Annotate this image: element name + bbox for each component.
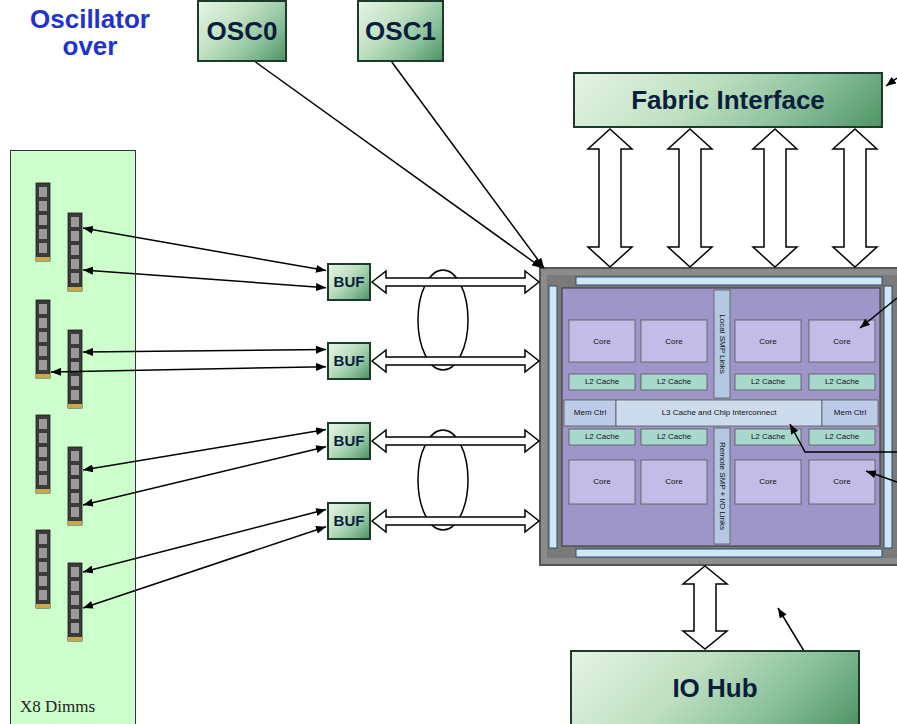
oscillator-box: OSC1 — [357, 0, 444, 62]
box-label: BUF — [334, 353, 365, 370]
buffer-box: BUF — [327, 422, 371, 460]
core-label: Core — [759, 338, 776, 346]
processor-chip — [540, 268, 897, 565]
leader-lines — [778, 78, 897, 724]
fabric-bus-arrow — [588, 129, 632, 267]
chip-unit-label: L2 Cache — [585, 433, 619, 441]
chip-unit-label: Mem Ctrl — [834, 409, 866, 417]
buffer-box: BUF — [327, 263, 371, 301]
chip-unit-label: Mem Ctrl — [574, 409, 606, 417]
chip-unit-label: L2 Cache — [585, 378, 619, 386]
memory-bus-arrow — [372, 350, 539, 372]
memory-bus-arrow — [372, 510, 539, 532]
chip-unit-label: L2 Cache — [751, 433, 785, 441]
chip-unit-label: L2 Cache — [657, 378, 691, 386]
box-label: Fabric Interface — [631, 86, 825, 115]
box-label: BUF — [334, 513, 365, 530]
core-label: Core — [593, 478, 610, 486]
box-label: BUF — [334, 433, 365, 450]
box-label: BUF — [334, 274, 365, 291]
core-label: Core — [759, 478, 776, 486]
core-label: Core — [833, 478, 850, 486]
io-hub-box: IO Hub — [570, 650, 860, 724]
buffer-box: BUF — [327, 342, 371, 380]
memory-bus-arrow — [372, 271, 539, 293]
oscillator-box: OSC0 — [197, 0, 287, 62]
box-label: OSC1 — [365, 17, 436, 46]
buffer-box: BUF — [327, 502, 371, 540]
io-bus-arrow — [683, 566, 727, 649]
box-label: OSC0 — [207, 17, 278, 46]
memory-link — [83, 430, 326, 470]
core-label: Core — [593, 338, 610, 346]
dimm-modules — [36, 183, 82, 641]
dimm-panel: X8 Dimms — [10, 150, 136, 724]
processor-chip-node: CoreCoreLocal SMP LinksCoreCoreL2 CacheL… — [540, 268, 897, 565]
chip-unit-label: L2 Cache — [657, 433, 691, 441]
fabric-bus-arrow — [833, 129, 877, 267]
memory-link — [83, 228, 326, 271]
memory-link — [83, 510, 326, 572]
core-label: Core — [665, 338, 682, 346]
clock-line — [392, 62, 544, 268]
chip-unit-label: L2 Cache — [825, 433, 859, 441]
fabric-bus-arrow — [753, 129, 797, 267]
heading-label: Oscillator over — [10, 6, 170, 61]
chip-unit-label: Remote SMP + I/O Links — [718, 442, 726, 530]
memory-link — [83, 447, 326, 505]
dimm-panel-ground — [10, 150, 136, 724]
box-label: IO Hub — [672, 674, 757, 703]
memory-link — [83, 527, 326, 608]
memory-bus-arrow — [372, 430, 539, 452]
core-label: Core — [833, 338, 850, 346]
chip-unit-label: L2 Cache — [825, 378, 859, 386]
core-label: Core — [665, 478, 682, 486]
clock-line — [256, 62, 543, 268]
fabric-bus-arrow — [668, 129, 712, 267]
chip-unit-label: L2 Cache — [751, 378, 785, 386]
memory-link — [83, 270, 326, 288]
memory-link — [83, 350, 326, 352]
chip-unit-label: Local SMP Links — [718, 314, 726, 373]
panel-caption: X8 Dimms — [20, 697, 95, 717]
memory-link — [51, 367, 326, 372]
fabric-interface-box: Fabric Interface — [573, 72, 883, 128]
chip-unit-label: L3 Cache and Chip Interconnect — [662, 409, 777, 417]
